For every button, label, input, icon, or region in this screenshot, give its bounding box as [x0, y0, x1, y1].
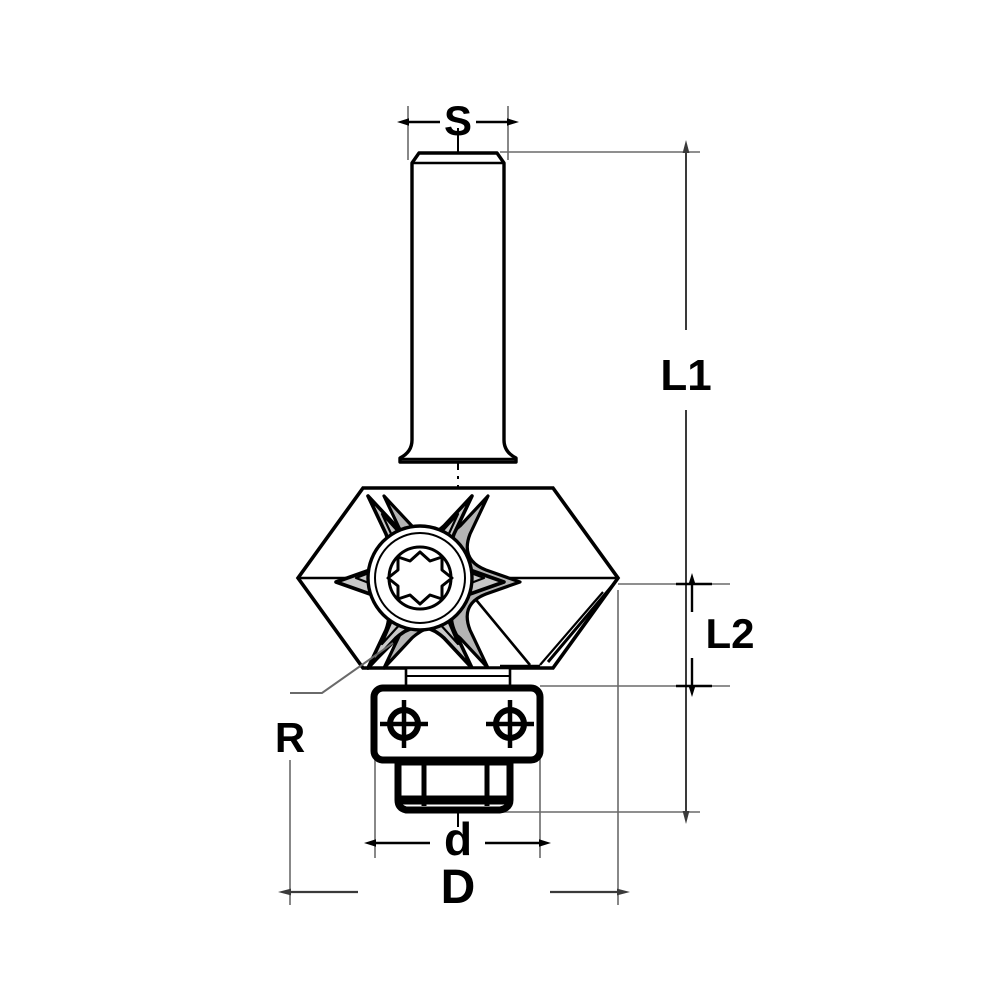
torx-screw-icon — [386, 545, 454, 611]
dimension-d: d — [364, 813, 551, 865]
shank — [398, 151, 518, 464]
dimension-R: R — [275, 642, 394, 761]
bearing-hole-left — [380, 700, 428, 748]
dimension-label-L2: L2 — [705, 610, 754, 657]
dimension-label-D: D — [441, 861, 476, 914]
dimension-label-d: d — [444, 813, 472, 865]
dimension-L2: L2 — [676, 573, 755, 697]
dimension-label-R: R — [275, 714, 305, 761]
dimension-label-S: S — [444, 97, 472, 144]
dimension-label-L1: L1 — [660, 351, 711, 400]
dimension-S: S — [397, 97, 519, 144]
hex-nut — [394, 758, 514, 814]
dimension-L1: L1 — [660, 140, 712, 824]
ball-bearing — [370, 684, 544, 764]
bearing-hole-right — [486, 700, 534, 748]
extension-lines — [289, 106, 730, 905]
dimension-D: D — [278, 861, 630, 914]
